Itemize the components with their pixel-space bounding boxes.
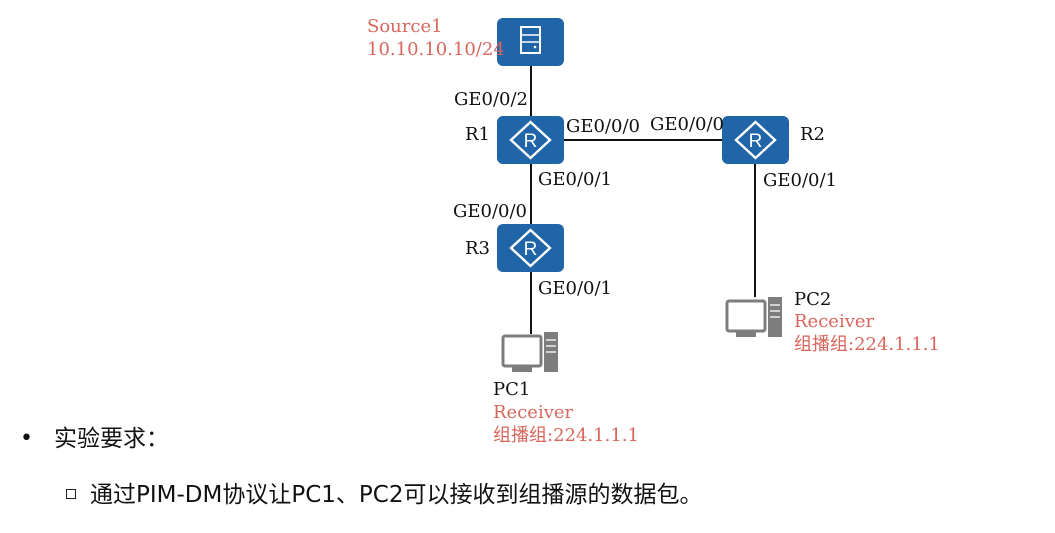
server-icon xyxy=(497,18,564,66)
source-name-label: Source1 xyxy=(367,16,443,37)
pc1-name-label: PC1 xyxy=(493,379,531,400)
pc1-role-label: Receiver xyxy=(493,402,574,423)
requirement-item: 通过PIM-DM协议让PC1、PC2可以接收到组播源的数据包。 xyxy=(90,482,703,508)
interface-label-r1-down: GE0/0/1 xyxy=(538,169,613,190)
sub-bullet-square xyxy=(66,489,76,499)
interface-label-r1-right: GE0/0/0 xyxy=(566,116,641,137)
requirements-heading: 实验要求： xyxy=(54,426,169,452)
pc-icon xyxy=(501,332,558,372)
interface-label-r3-up: GE0/0/0 xyxy=(453,201,528,222)
pc1-group-label: 组播组:224.1.1.1 xyxy=(493,425,639,446)
pc2-group-label: 组播组:224.1.1.1 xyxy=(794,334,940,355)
router-icon: R xyxy=(497,224,564,272)
r1-label: R1 xyxy=(465,124,491,145)
bullet-dot: • xyxy=(20,426,33,451)
router-icon: R xyxy=(722,116,789,164)
interface-label-r1-up: GE0/0/2 xyxy=(454,89,529,110)
r2-label: R2 xyxy=(800,124,826,145)
r3-label: R3 xyxy=(465,238,491,259)
pc2-name-label: PC2 xyxy=(794,289,832,310)
interface-label-r2-down: GE0/0/1 xyxy=(763,170,838,191)
svg-text:R: R xyxy=(749,131,763,152)
interface-label-r2-left: GE0/0/0 xyxy=(650,114,725,135)
svg-text:R: R xyxy=(524,131,538,152)
svg-text:R: R xyxy=(524,239,538,260)
pc2-role-label: Receiver xyxy=(794,311,875,332)
pc-icon xyxy=(725,297,782,337)
interface-label-r3-down: GE0/0/1 xyxy=(538,278,613,299)
source-ip-label: 10.10.10.10/24 xyxy=(367,39,505,60)
router-icon: R xyxy=(497,116,564,164)
